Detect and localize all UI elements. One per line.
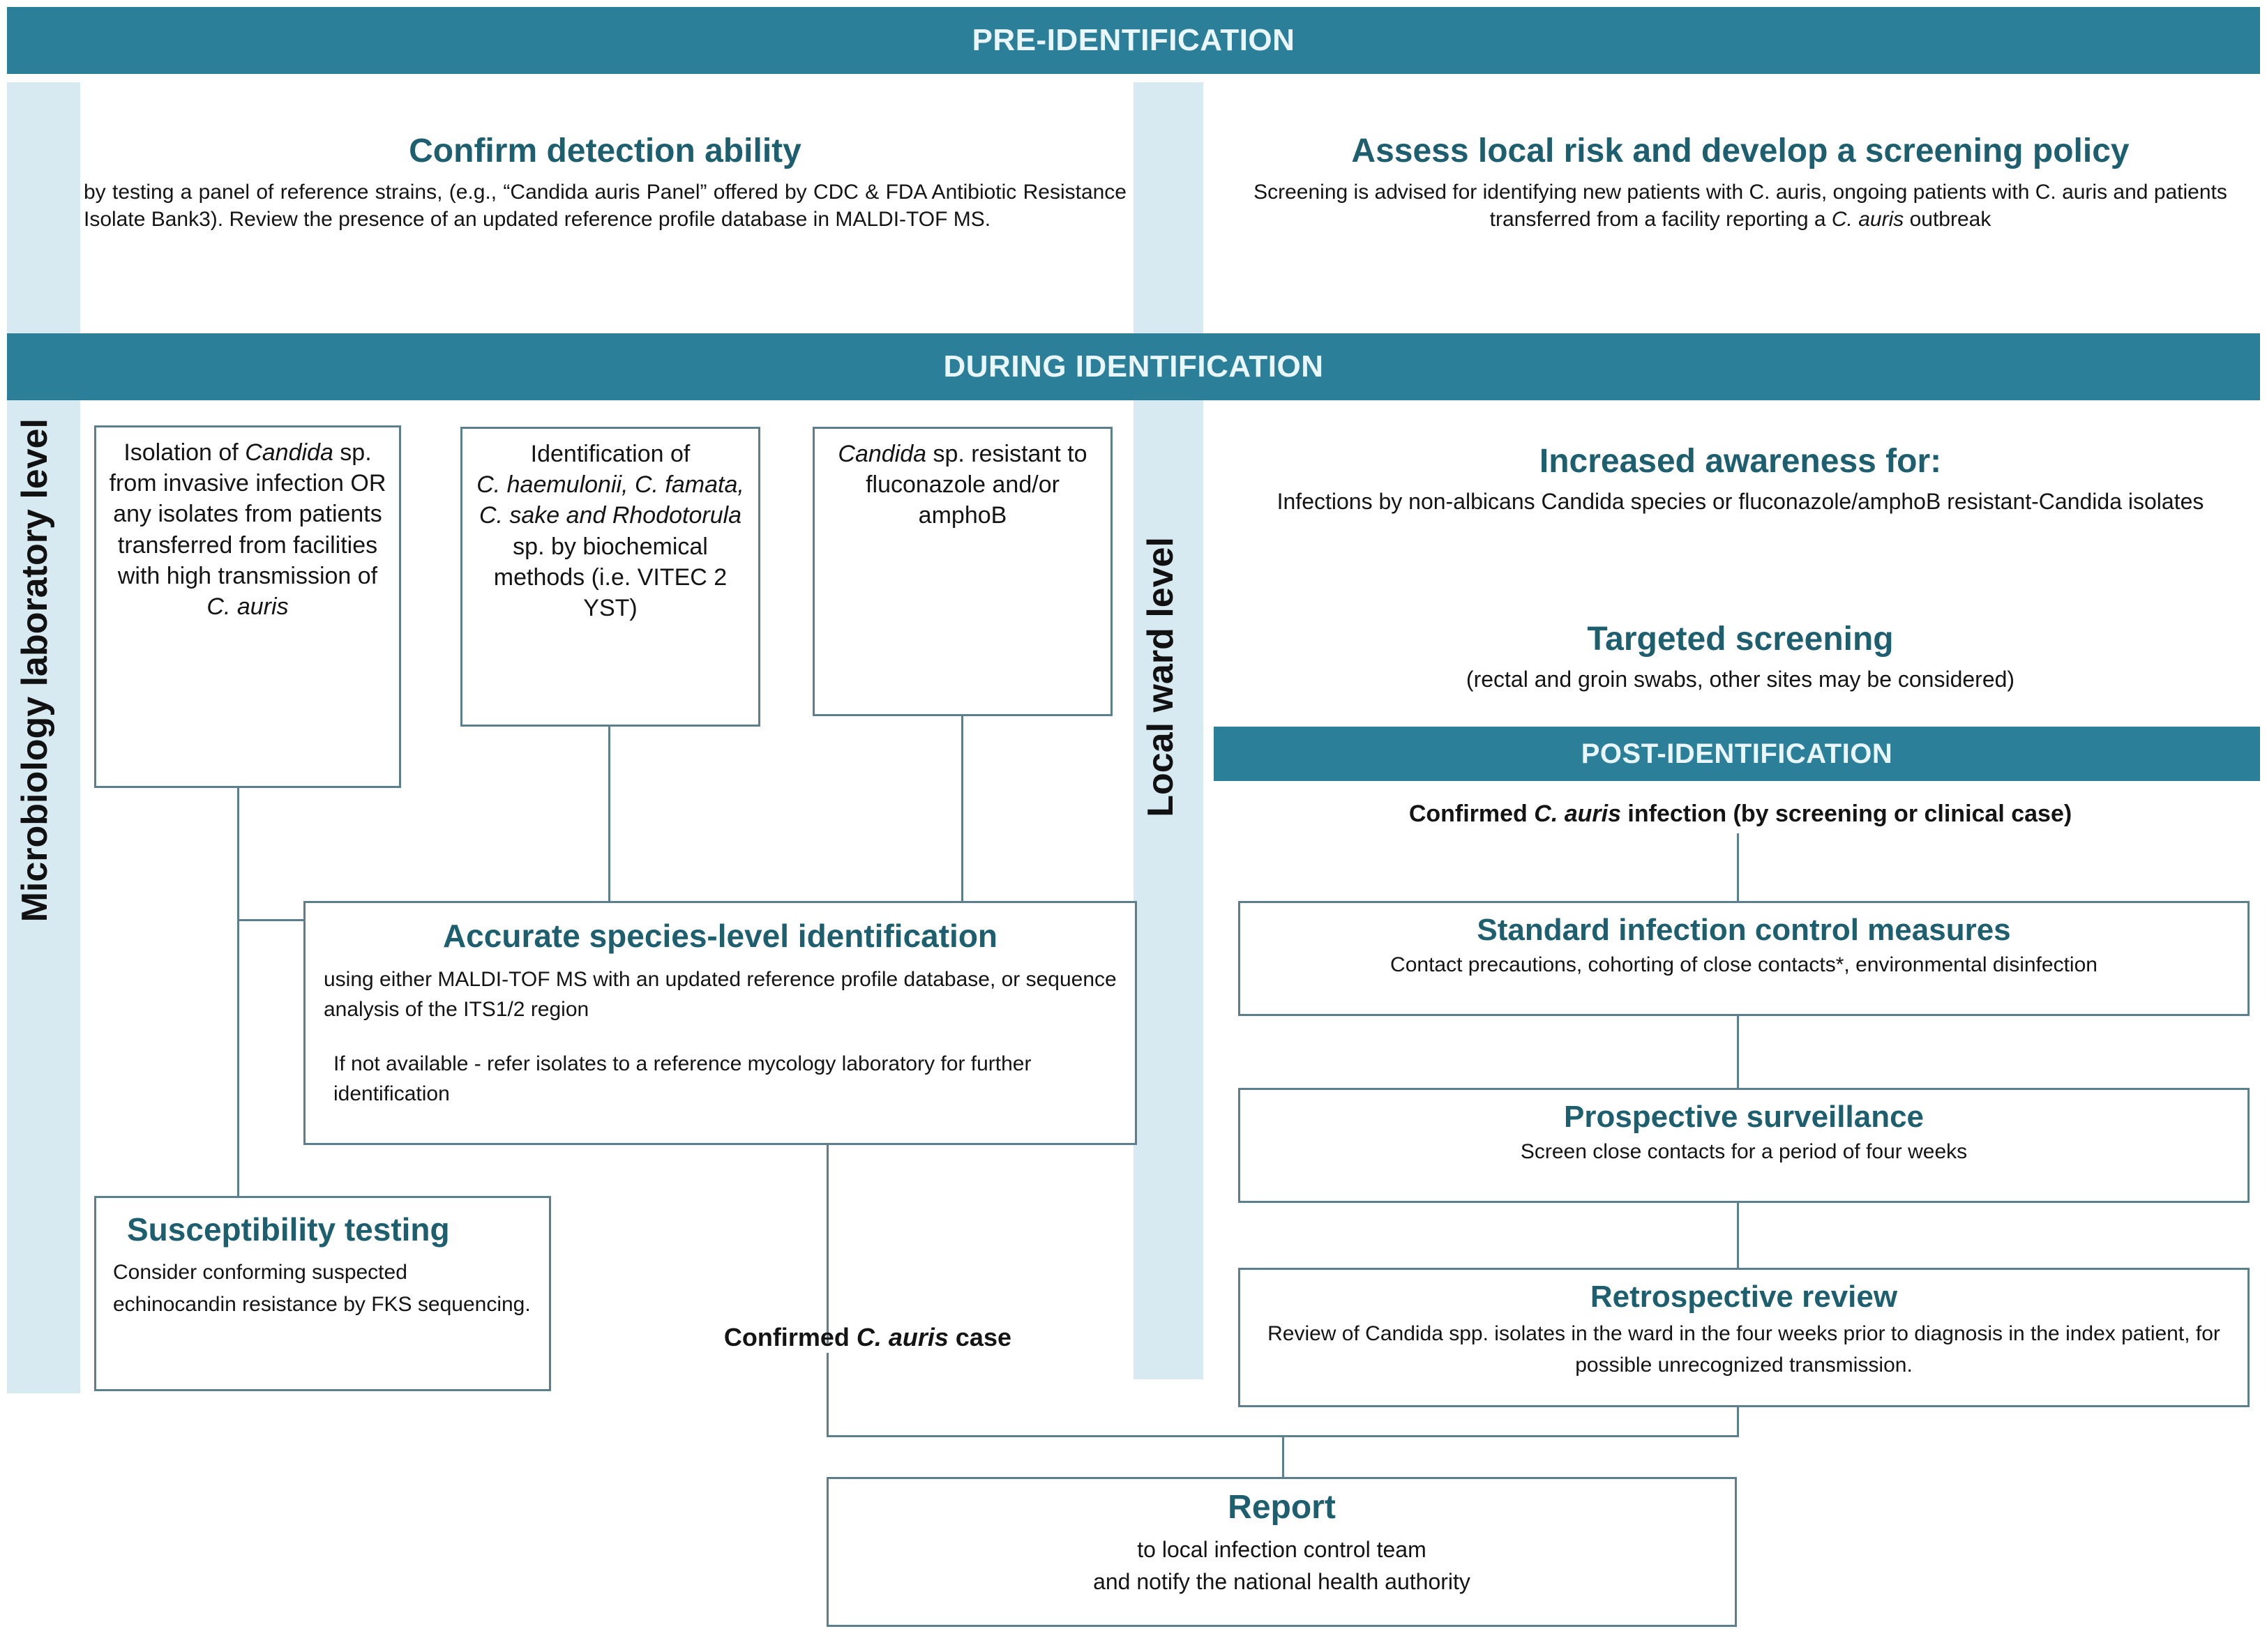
connector-to-susceptibility (237, 919, 239, 1198)
identification-part1: Identification of (530, 441, 691, 467)
assess-risk-title: Assess local risk and develop a screenin… (1351, 132, 2130, 169)
identification-part2: sp. by biochemical methods (i.e. VITEC 2… (493, 533, 728, 621)
confirmed-case-label: Confirmed C. auris case (649, 1321, 1011, 1354)
box-identification-text: Identification of C. haemulonii, C. fama… (474, 439, 747, 623)
connector-bus-to-report (1282, 1435, 1284, 1478)
resistant-part1: sp. resistant to fluconazole and/or amph… (866, 441, 1087, 529)
accurate-body-2: If not available - refer isolates to a r… (333, 1052, 1032, 1106)
confirm-detection-title: Confirm detection ability (409, 132, 801, 169)
lane-label-ward: Local ward level (1140, 537, 1181, 817)
lane-label-microbiology: Microbiology laboratory level (15, 418, 55, 923)
confirm-detection-block: Confirm detection ability by testing a p… (84, 132, 1127, 233)
isolation-part1: Isolation of (123, 439, 246, 466)
assess-risk-body: Screening is advised for identifying new… (1228, 179, 2253, 233)
confirmed-case-text: Confirmed C. auris case (649, 1321, 1011, 1354)
confirmed-case-italic: C. auris (856, 1323, 949, 1351)
assess-risk-body-part2: outbreak (1904, 207, 1991, 231)
prospective-title: Prospective surveillance (1563, 1100, 1925, 1134)
confirmed-infection-italic: C. auris (1534, 801, 1621, 827)
isolation-part2: sp. from invasive infection OR (109, 439, 386, 497)
box-susceptibility-testing: Susceptibility testing Consider conformi… (94, 1196, 551, 1391)
box-retrospective-review: Retrospective review Review of Candida s… (1238, 1268, 2250, 1407)
box-standard-infection-control: Standard infection control measures Cont… (1238, 901, 2250, 1016)
box-isolation-text: Isolation of Candida sp. from invasive i… (107, 437, 388, 622)
increased-awareness-title: Increased awareness for: (1539, 443, 1942, 480)
retrospective-title: Retrospective review (1590, 1280, 1898, 1314)
retrospective-body: Review of Candida spp. isolates in the w… (1267, 1322, 2220, 1377)
confirmed-infection-text: Confirmed C. auris infection (by screeni… (1228, 798, 2253, 829)
report-body-2: and notify the national health authority (1093, 1569, 1470, 1595)
isolation-part3: any isolates from patients transferred f… (113, 501, 382, 589)
assess-risk-body-part1: Screening is advised for identifying new… (1253, 180, 2227, 231)
connector-standard-to-prospective (1737, 1016, 1739, 1089)
standard-control-body: Contact precautions, cohorting of close … (1390, 953, 2097, 977)
report-body-1: to local infection control team (1137, 1536, 1426, 1562)
box-prospective-surveillance: Prospective surveillance Screen close co… (1238, 1088, 2250, 1203)
susceptibility-title: Susceptibility testing (127, 1211, 450, 1248)
assess-risk-body-italic: C. auris (1831, 207, 1904, 231)
confirmed-case-prefix: Confirmed (723, 1323, 857, 1351)
accurate-body-1: using either MALDI-TOF MS with an update… (324, 967, 1117, 1022)
assess-risk-block: Assess local risk and develop a screenin… (1228, 132, 2253, 233)
confirm-detection-body: by testing a panel of reference strains,… (84, 180, 1127, 231)
targeted-screening-body: (rectal and groin swabs, other sites may… (1466, 666, 2015, 692)
connector-prospective-to-retrospective (1737, 1203, 1739, 1269)
box-identification-species: Identification of C. haemulonii, C. fama… (460, 427, 760, 727)
section-header-during-identification: DURING IDENTIFICATION (7, 333, 2260, 400)
connector-accurate-to-confirmed-case (827, 1145, 829, 1344)
targeted-screening-block: Targeted screening (rectal and groin swa… (1228, 621, 2253, 694)
connector-box2-down (608, 727, 610, 920)
isolation-italic1: Candida (245, 439, 333, 466)
targeted-screening-title: Targeted screening (1587, 621, 1894, 658)
box-resistant-candida: Candida sp. resistant to fluconazole and… (813, 427, 1113, 716)
prospective-body: Screen close contacts for a period of fo… (1520, 1140, 1968, 1164)
box-resistant-text: Candida sp. resistant to fluconazole and… (826, 439, 1099, 531)
connector-box3-down (961, 716, 963, 920)
susceptibility-body: Consider conforming suspected echinocand… (113, 1260, 531, 1317)
section-header-post-identification: POST-IDENTIFICATION (1214, 727, 2260, 781)
connector-infection-to-standard (1737, 833, 1739, 903)
box-report: Report to local infection control team a… (827, 1477, 1737, 1627)
ward-lane-band (1134, 82, 1203, 1379)
confirmed-infection-label: Confirmed C. auris infection (by screeni… (1228, 798, 2253, 829)
standard-control-title: Standard infection control measures (1477, 913, 2011, 947)
accurate-title: Accurate species-level identification (442, 918, 998, 954)
connector-retrospective-down (1737, 1407, 1739, 1437)
resistant-italic1: Candida (838, 441, 927, 467)
confirmed-infection-prefix: Confirmed (1408, 801, 1535, 827)
confirmed-case-suffix: case (948, 1323, 1011, 1351)
box-isolation-of-candida: Isolation of Candida sp. from invasive i… (94, 425, 401, 788)
box-accurate-species-identification: Accurate species-level identification us… (303, 901, 1137, 1145)
confirmed-infection-suffix: infection (by screening or clinical case… (1620, 801, 2072, 827)
increased-awareness-block: Increased awareness for: Infections by n… (1228, 443, 2253, 516)
identification-italic1: C. haemulonii, C. famata, C. sake and Rh… (476, 471, 744, 529)
isolation-italic2: C. auris (206, 593, 289, 620)
microbiology-lane-band (7, 82, 80, 1393)
connector-case-down (827, 1353, 829, 1437)
report-title: Report (1228, 1489, 1336, 1526)
increased-awareness-body: Infections by non-albicans Candida speci… (1276, 488, 2204, 514)
connector-box1-down (237, 788, 239, 920)
section-header-pre-identification: PRE-IDENTIFICATION (7, 7, 2260, 74)
